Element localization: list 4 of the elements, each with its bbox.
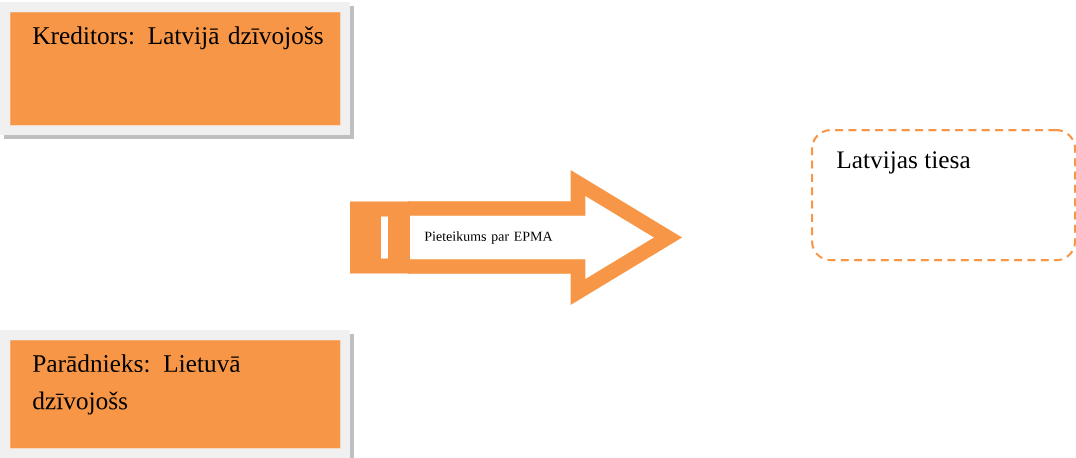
court-box: Latvijas tiesa — [811, 129, 1076, 262]
party-box: Kreditors: Latvijā dzīvojošs — [0, 2, 354, 139]
node-label: Pieteikums par EPMA — [424, 231, 553, 244]
party-box: Parādnieks: Lietuvā dzīvojošs — [0, 330, 354, 458]
